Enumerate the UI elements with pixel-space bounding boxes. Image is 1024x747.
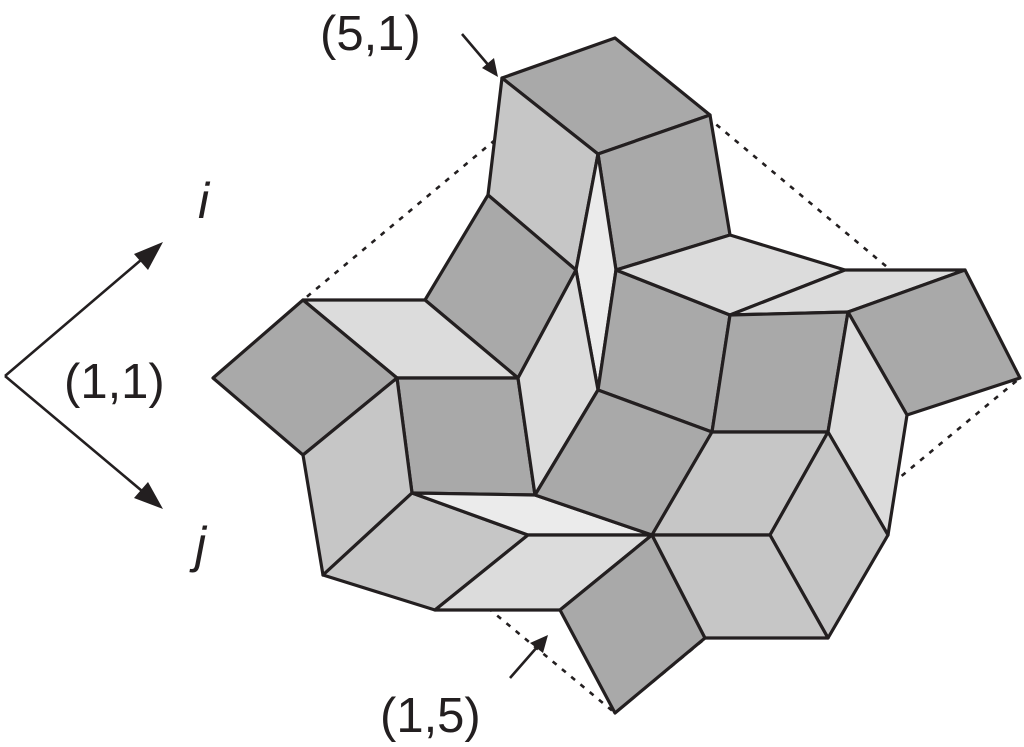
pointer-5-1-line <box>461 33 491 68</box>
tile-left-center <box>395 376 537 497</box>
pointer-5-1-arrowhead <box>482 58 498 77</box>
corner-label-1-5: (1,5) <box>380 689 481 743</box>
axis-i-arrow-line <box>4 253 149 377</box>
axis-arrows <box>4 242 163 509</box>
tile-right-center <box>710 310 850 434</box>
corner-label-1-1: (1,1) <box>64 355 165 409</box>
axis-i-arrowhead <box>134 242 163 270</box>
dashed-edge-bottom-left <box>302 453 616 715</box>
rhombus-tiles <box>211 36 1022 715</box>
axis-j-arrow-line <box>4 375 149 497</box>
tile-bottom-right <box>650 533 830 640</box>
axis-label-j: j <box>189 517 208 573</box>
axis-label-i: i <box>198 173 211 229</box>
pointer-1-5-line <box>509 645 539 679</box>
pointer-1-5-arrowhead <box>530 635 548 653</box>
corner-label-5-1: (5,1) <box>320 7 421 61</box>
axis-j-arrowhead <box>134 482 163 509</box>
pointer-arrows <box>461 33 548 679</box>
dashed-edge-top-left <box>302 39 616 301</box>
